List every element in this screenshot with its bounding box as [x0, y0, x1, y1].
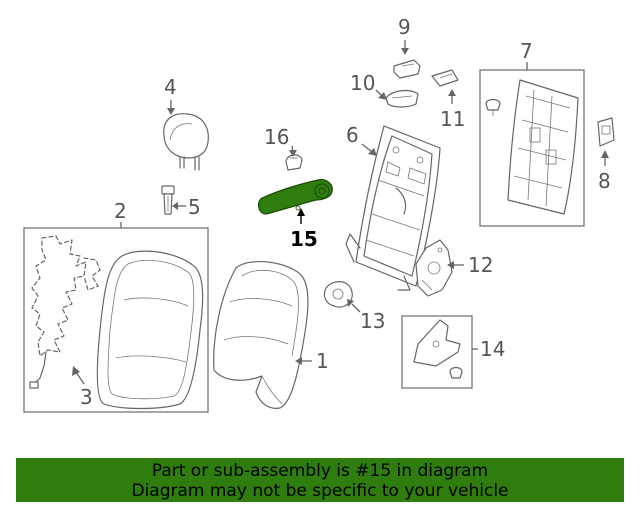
seat-heater-element: [29, 235, 101, 389]
callout-10: 10: [350, 71, 375, 95]
callout-15: 15: [290, 227, 318, 251]
seatback-cover: [96, 250, 204, 410]
banner-line-2: Diagram may not be specific to your vehi…: [131, 481, 509, 501]
info-banner: Part or sub-assembly is #15 in diagram D…: [16, 458, 624, 502]
pivot-bushing: [323, 281, 353, 308]
callout-14: 14: [480, 337, 505, 361]
callout-4: 4: [164, 75, 177, 99]
latch-bracket-14: [413, 319, 463, 379]
seatback-frame: [345, 125, 441, 291]
group-box-7: [479, 69, 585, 227]
callout-7: 7: [520, 39, 533, 63]
callout-2: 2: [114, 199, 127, 223]
recliner-assembly: [415, 239, 453, 297]
lever-cover: [431, 69, 459, 87]
seatback-pad: [213, 261, 309, 409]
callout-3: 3: [80, 385, 93, 409]
retainer-clip: [485, 98, 501, 116]
banner-line-1: Part or sub-assembly is #15 in diagram: [151, 461, 489, 481]
bracket-8: [597, 117, 615, 147]
headrest: [163, 113, 209, 171]
callout-12: 12: [468, 253, 493, 277]
callout-13: 13: [360, 309, 385, 333]
callout-6: 6: [346, 123, 359, 147]
callout-16: 16: [264, 125, 289, 149]
callout-9: 9: [398, 15, 411, 39]
group-box-14: [401, 315, 473, 389]
clip-16: [285, 154, 303, 171]
seatback-board: [507, 79, 579, 215]
lever-bezel: [385, 89, 419, 108]
part-15-highlighted[interactable]: [257, 179, 333, 215]
release-lever-knob: [393, 59, 421, 79]
callout-5: 5: [188, 195, 201, 219]
headrest-guide: [161, 185, 175, 215]
callout-1: 1: [316, 349, 329, 373]
group-box-2: [23, 227, 209, 413]
callout-8: 8: [598, 169, 611, 193]
callout-11: 11: [440, 107, 465, 131]
